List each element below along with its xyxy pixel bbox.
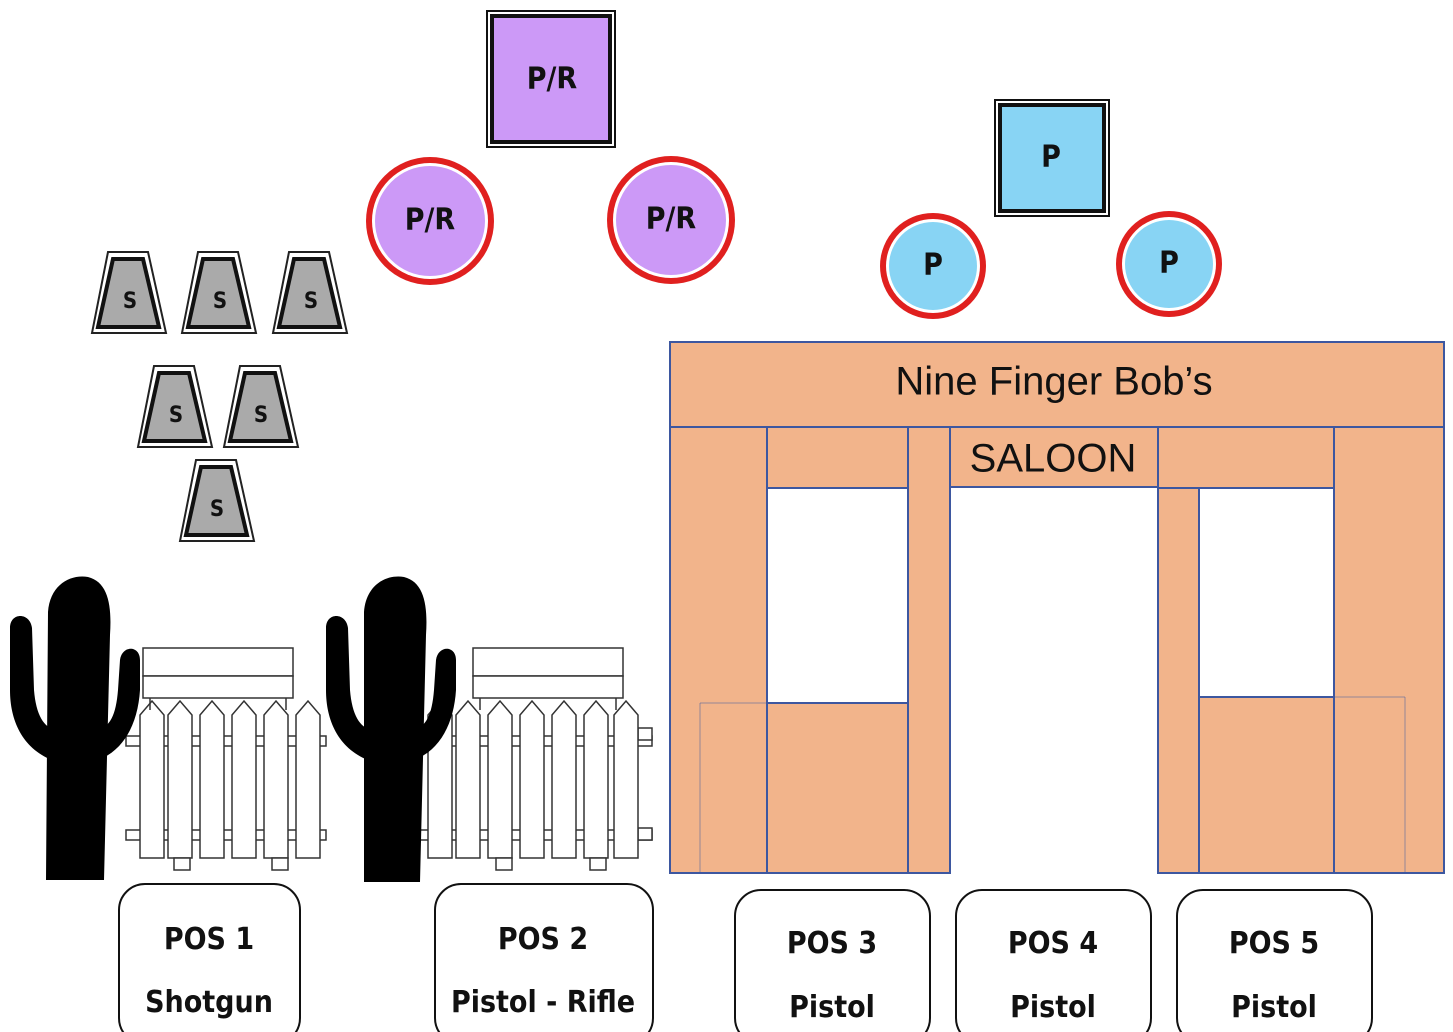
- p-plate-target: P: [994, 99, 1110, 217]
- position-box-3: POS 3 Pistol: [734, 889, 931, 1032]
- position-box-2: POS 2 Pistol - Rifle: [434, 883, 654, 1032]
- saloon-sign-label: SALOON: [970, 437, 1137, 481]
- p-plate-label: P: [1041, 140, 1061, 175]
- position-number: POS 4: [1008, 926, 1098, 961]
- pr-left-label: P/R: [405, 203, 456, 238]
- saloon-right-window: [1198, 487, 1335, 698]
- pr-left-round-target: P/R: [366, 157, 494, 285]
- p-right-label: P: [1159, 246, 1179, 281]
- pr-right-round-target: P/R: [607, 156, 735, 284]
- shotgun-target: S: [136, 365, 214, 448]
- cactus-icon: [326, 576, 456, 882]
- shotgun-target: S: [178, 459, 256, 542]
- pr-plate-label: P/R: [527, 62, 578, 97]
- saloon-facade: [669, 341, 1445, 874]
- p-right-round-target: P: [1116, 211, 1222, 317]
- pr-plate-target: P/R: [486, 10, 616, 148]
- position-number: POS 5: [1229, 926, 1319, 961]
- shotgun-label-6: S: [210, 497, 224, 522]
- position-number: POS 3: [787, 926, 877, 961]
- shotgun-target: S: [271, 251, 349, 334]
- shotgun-target: S: [180, 251, 258, 334]
- position-box-4: POS 4 Pistol: [955, 889, 1152, 1032]
- position-gun: Pistol - Rifle: [451, 985, 635, 1020]
- saloon-header: [669, 341, 1445, 428]
- p-left-label: P: [923, 248, 943, 283]
- shotgun-label-5: S: [254, 403, 268, 428]
- saloon-name: Nine Finger Bob’s: [895, 360, 1212, 404]
- cactus-icon: [10, 576, 140, 880]
- position-number: POS 1: [164, 922, 254, 957]
- shotgun-target: S: [222, 365, 300, 448]
- shotgun-label-2: S: [213, 289, 227, 314]
- shotgun-label-4: S: [169, 403, 183, 428]
- pr-right-label: P/R: [646, 202, 697, 237]
- picket-fence-right: [419, 647, 653, 871]
- position-box-1: POS 1 Shotgun: [118, 883, 301, 1032]
- position-gun: Pistol: [1010, 990, 1096, 1025]
- position-gun: Pistol: [1231, 990, 1317, 1025]
- position-number: POS 2: [498, 922, 588, 957]
- shotgun-label-1: S: [123, 289, 137, 314]
- position-gun: Pistol: [789, 990, 875, 1025]
- p-left-round-target: P: [880, 213, 986, 319]
- saloon-left-window: [766, 487, 909, 704]
- position-box-5: POS 5 Pistol: [1176, 889, 1373, 1032]
- picket-fence-left: [125, 647, 327, 871]
- saloon-sign: [949, 426, 1159, 488]
- shotgun-label-3: S: [304, 289, 318, 314]
- shotgun-target: S: [90, 251, 168, 334]
- position-gun: Shotgun: [145, 985, 273, 1020]
